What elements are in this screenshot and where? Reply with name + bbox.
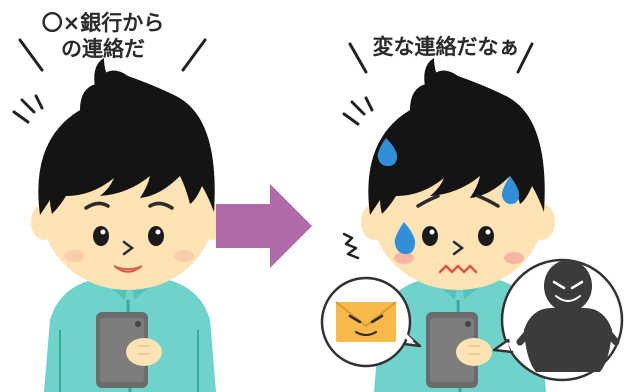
smartphone-icon [96,312,148,388]
right-thought-caption: 変な連絡だなぁ [361,34,531,60]
scammer-speech-bubble [492,258,624,382]
sweat-drop-icon [377,138,520,254]
left-caption-line1: 〇×銀行から [41,11,165,35]
left-caption-line2: の連絡だ [61,37,145,61]
smartphone-icon [426,312,478,388]
left-character [12,38,225,392]
angry-envelope-icon [335,301,397,342]
shadow-scammer-icon [516,260,620,372]
left-thought-caption: 〇×銀行から の連絡だ [38,10,168,62]
right-caption-line1: 変な連絡だなぁ [372,35,520,59]
envelope-speech-bubble [320,276,422,368]
arrow-right-icon [216,184,312,268]
